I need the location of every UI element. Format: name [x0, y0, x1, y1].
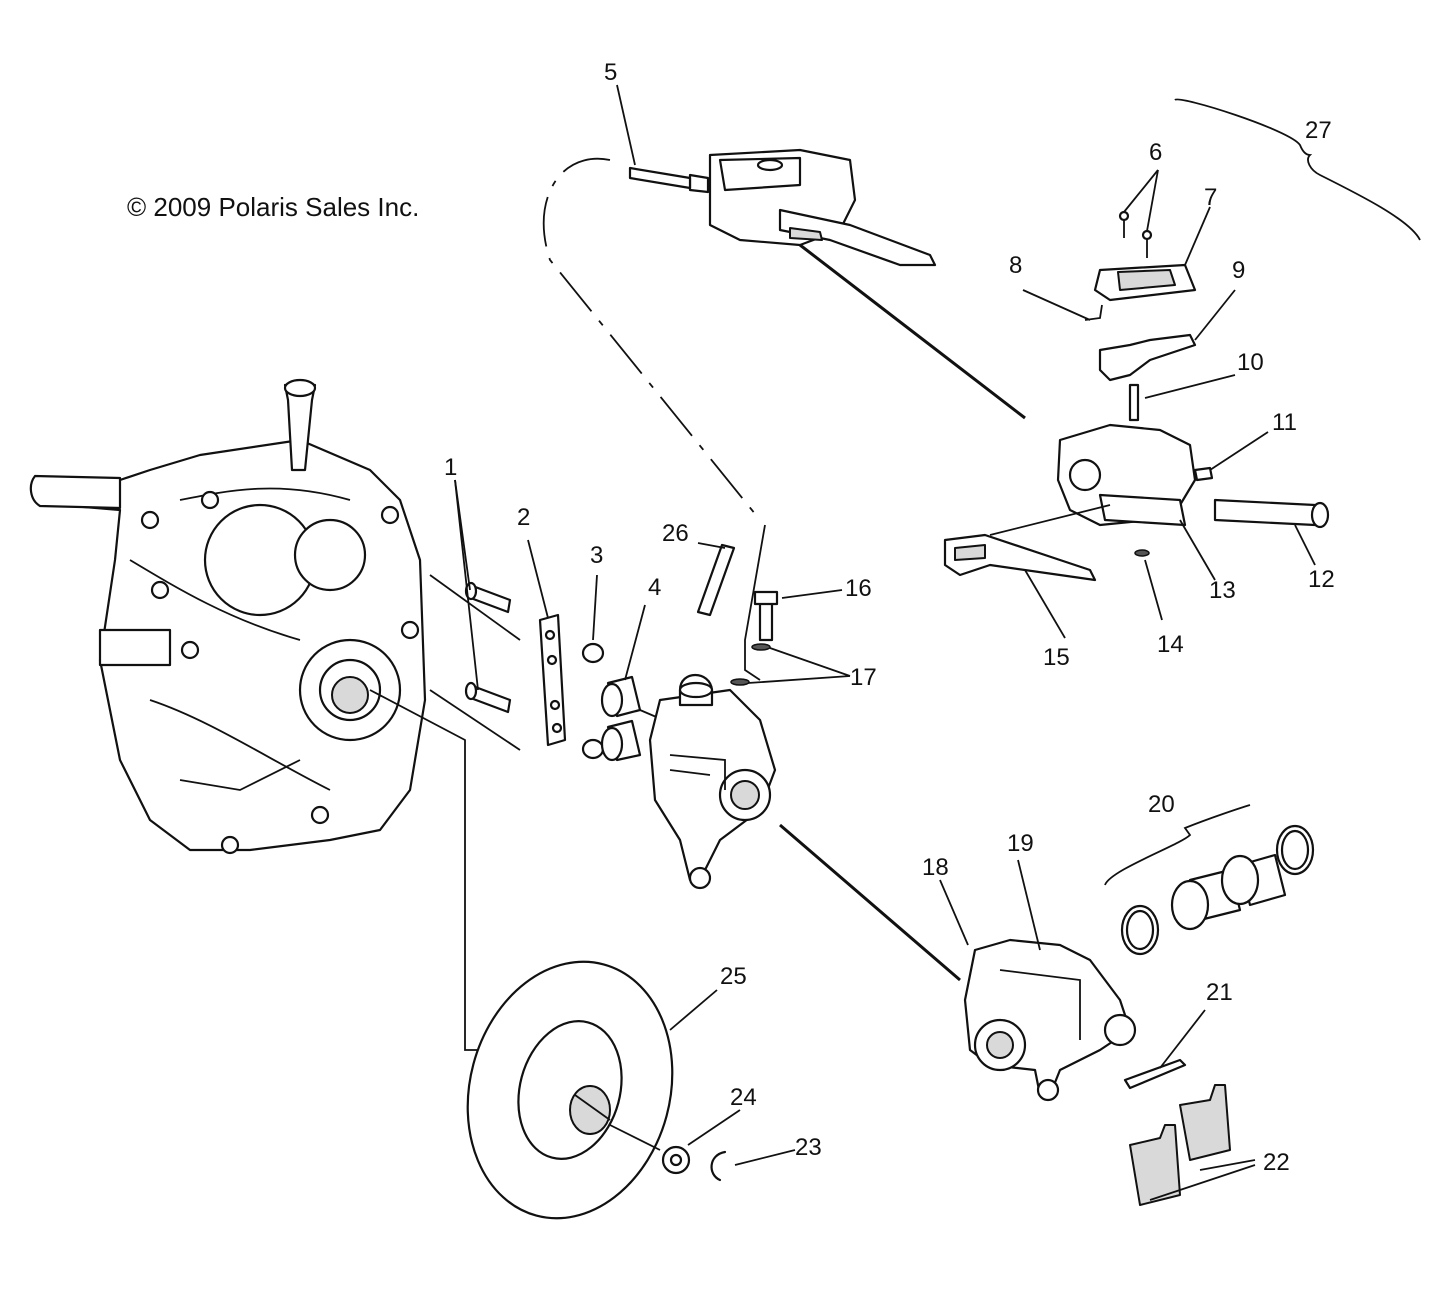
callout-17: 17	[850, 664, 877, 691]
master-cylinder-assembly	[943, 210, 1330, 582]
callout-27: 27	[1305, 117, 1332, 144]
callout-10: 10	[1237, 349, 1264, 376]
callout-14: 14	[1157, 631, 1184, 658]
callout-26: 26	[662, 520, 689, 547]
caliper-center	[648, 674, 777, 890]
callout-22: 22	[1263, 1149, 1290, 1176]
brake-pads-part-22	[1129, 1084, 1231, 1206]
copyright-text: © 2009 Polaris Sales Inc.	[127, 192, 420, 222]
callout-7: 7	[1204, 184, 1217, 211]
callout-24: 24	[730, 1084, 757, 1111]
callout-12: 12	[1308, 566, 1335, 593]
callout-1: 1	[444, 454, 457, 481]
callout-18: 18	[922, 854, 949, 881]
callout-2: 2	[517, 504, 530, 531]
caliper-part-19	[963, 938, 1137, 1102]
banjo-bolt-part-16	[753, 590, 779, 642]
bracket-part-2	[538, 613, 567, 747]
callout-19: 19	[1007, 830, 1034, 857]
pistons-part-20	[1120, 824, 1315, 956]
callout-20: 20	[1148, 791, 1175, 818]
nuts-part-3	[581, 642, 605, 760]
callout-25: 25	[720, 963, 747, 990]
callout-6: 6	[1149, 139, 1162, 166]
bolts-part-1	[464, 581, 512, 714]
transmission-housing	[29, 378, 427, 855]
bushings-part-4	[600, 675, 642, 762]
callout-3: 3	[590, 542, 603, 569]
callout-23: 23	[795, 1134, 822, 1161]
callout-13: 13	[1209, 577, 1236, 604]
callout-9: 9	[1232, 257, 1245, 284]
callout-11: 11	[1272, 409, 1297, 436]
callout-8: 8	[1009, 252, 1022, 279]
callout-21: 21	[1206, 979, 1233, 1006]
callout-labels: 1 2 3 4 5 6 7 8 9 10 11 12 13 14 15 16 1…	[444, 59, 1335, 1176]
callout-4: 4	[648, 574, 661, 601]
callout-5: 5	[604, 59, 617, 86]
brake-disc-part-25	[466, 960, 674, 1220]
callout-16: 16	[845, 575, 872, 602]
callout-15: 15	[1043, 644, 1070, 671]
master-cylinder-top	[628, 148, 937, 267]
